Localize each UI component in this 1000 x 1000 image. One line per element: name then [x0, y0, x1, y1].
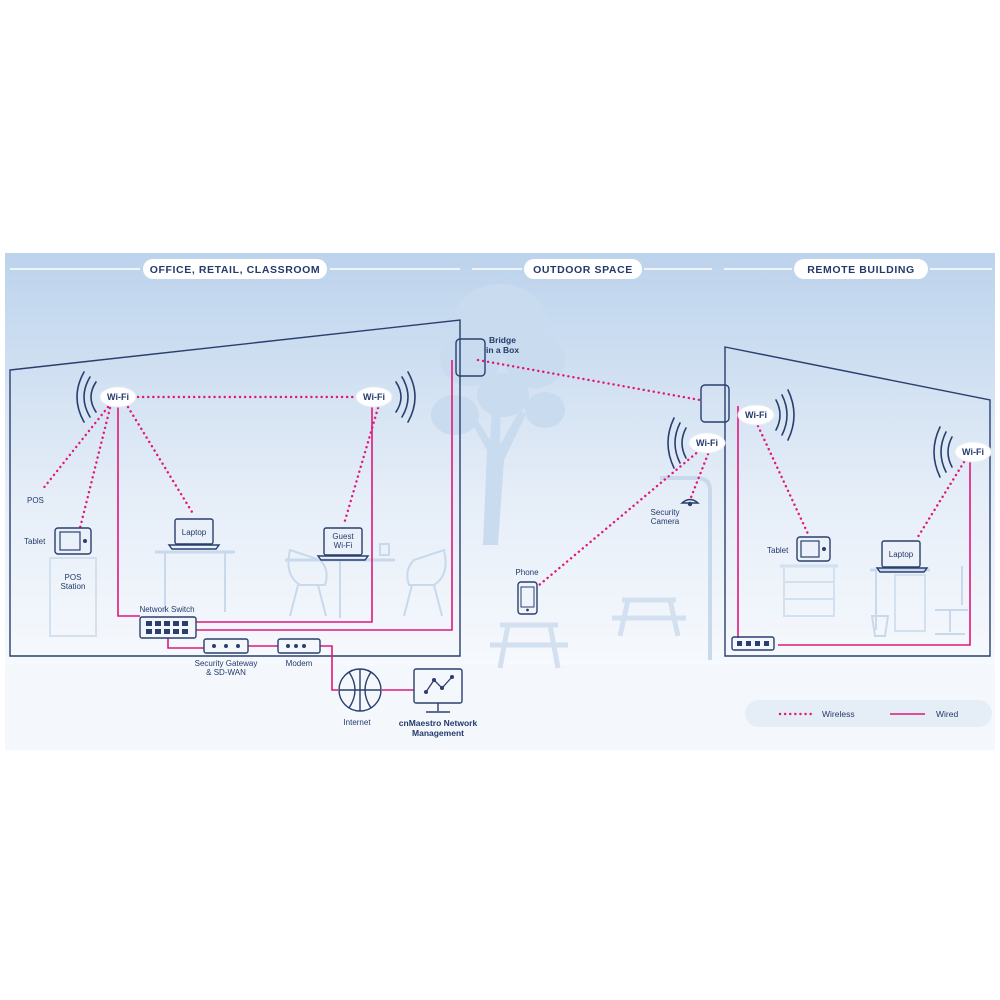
wifi-label: Wi-Fi — [107, 392, 129, 402]
section-tab-outdoor: OUTDOOR SPACE — [524, 259, 642, 279]
camera-icon — [680, 498, 700, 507]
wifi-label: Wi-Fi — [696, 438, 718, 448]
section-tab-remote: REMOTE BUILDING — [794, 259, 928, 279]
globe-icon — [338, 668, 382, 712]
network-switch-label: Network Switch — [139, 605, 194, 614]
tablet-icon — [796, 536, 831, 562]
picnic-table-2 — [612, 597, 686, 637]
laptop-label: Laptop — [182, 528, 207, 537]
wifi-label: Wi-Fi — [363, 392, 385, 402]
lamp-post — [660, 476, 712, 660]
guest-wifi-label: Wi-Fi — [334, 541, 353, 550]
modem-icon — [277, 638, 321, 654]
desk-icon — [155, 550, 235, 612]
guest-wifi-label: Guest — [332, 532, 354, 541]
pos-station-label: POS — [65, 573, 82, 582]
section-title-outdoor: OUTDOOR SPACE — [533, 264, 633, 276]
trash-bin — [870, 615, 890, 637]
wifi-label: Wi-Fi — [745, 410, 767, 420]
legend: Wireless Wired — [745, 700, 992, 727]
pos-stand — [49, 557, 97, 637]
section-title-remote: REMOTE BUILDING — [807, 264, 915, 276]
monitor-icon — [413, 668, 463, 713]
bridge-box-icon — [455, 338, 486, 377]
section-tab-office: OFFICE, RETAIL, CLASSROOM — [143, 259, 327, 279]
wifi-access-point-icon: Wi-Fi — [76, 371, 137, 423]
bridge-label: Bridge — [489, 335, 516, 345]
bridge-box-icon — [700, 384, 730, 423]
bridge-label: in a Box — [486, 345, 519, 355]
internet-label: Internet — [343, 718, 371, 727]
pos-station-label: Station — [61, 582, 86, 591]
office-chair-icon — [935, 566, 968, 635]
legend-wired-label: Wired — [936, 709, 958, 719]
wifi-access-point-icon: Wi-Fi — [737, 389, 795, 441]
camera-label: Camera — [651, 517, 680, 526]
wifi-access-point-icon: Wi-Fi — [667, 417, 726, 469]
wired-links — [117, 360, 971, 691]
gateway-label: Security Gateway — [195, 659, 258, 668]
cnmaestro-label: Management — [412, 728, 464, 738]
chair-icon-1 — [287, 548, 328, 617]
remote-cabinet — [780, 564, 838, 617]
remote-laptop-label: Laptop — [889, 550, 914, 559]
network-switch-icon — [731, 636, 775, 651]
gateway-icon — [203, 638, 249, 654]
remote-tablet-label: Tablet — [767, 546, 789, 555]
laptop-icon: Laptop — [875, 540, 929, 573]
section-title-office: OFFICE, RETAIL, CLASSROOM — [150, 264, 321, 276]
mug-icon — [379, 543, 390, 556]
picnic-table-1 — [490, 622, 568, 669]
gateway-label: & SD-WAN — [206, 668, 246, 677]
phone-label: Phone — [515, 568, 539, 577]
wifi-access-point-icon: Wi-Fi — [933, 426, 992, 478]
pos-label: POS — [27, 496, 44, 505]
network-switch-icon — [139, 616, 197, 639]
modem-label: Modem — [286, 659, 313, 668]
chair-icon-2 — [403, 548, 447, 617]
phone-icon — [517, 581, 538, 615]
remote-building — [724, 346, 991, 657]
laptop-icon: Laptop — [167, 518, 221, 550]
remote-desk — [870, 568, 930, 632]
wireless-links — [40, 358, 966, 588]
camera-label: Security — [651, 508, 680, 517]
laptop-icon: Guest Wi-Fi — [316, 527, 370, 561]
legend-wireless-label: Wireless — [822, 709, 855, 719]
cnmaestro-label: cnMaestro Network — [399, 718, 478, 728]
tablet-label: Tablet — [24, 537, 46, 546]
wifi-access-point-icon: Wi-Fi — [355, 371, 416, 423]
office-building — [9, 319, 461, 657]
wifi-label: Wi-Fi — [962, 447, 984, 457]
tablet-icon — [54, 527, 92, 555]
